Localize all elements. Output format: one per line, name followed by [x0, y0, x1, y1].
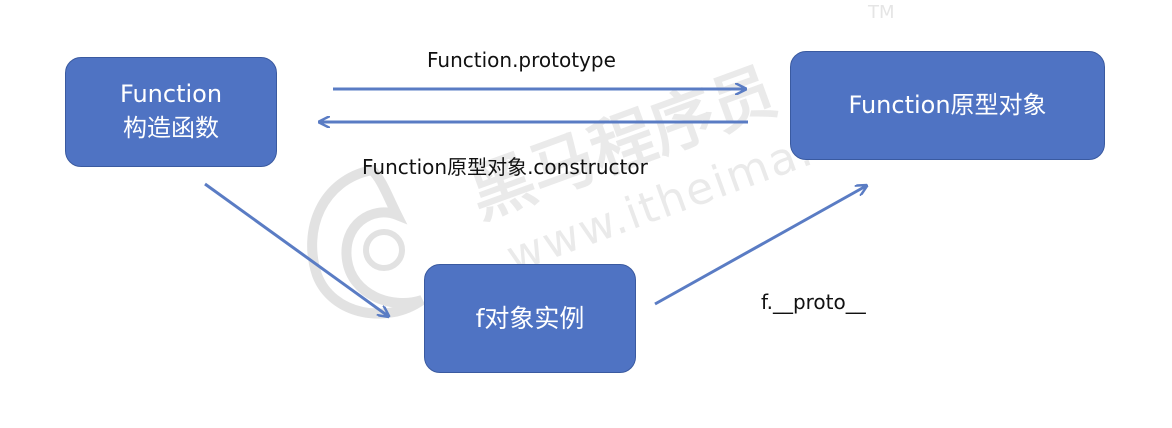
arrow-proto	[654, 186, 866, 306]
edge-label-proto: f.__proto__	[761, 290, 866, 314]
node-constructor-line2: 构造函数	[123, 114, 219, 142]
edge-label-prototype: Function.prototype	[427, 48, 616, 72]
node-function-constructor: Function 构造函数	[65, 57, 277, 167]
edge-label-constructor: Function原型对象.constructor	[362, 155, 648, 179]
node-f-instance: f对象实例	[424, 264, 636, 373]
node-instance-label: f对象实例	[475, 304, 585, 333]
arrow-instantiate	[204, 182, 388, 316]
node-constructor-line1: Function	[119, 80, 223, 109]
node-prototype-label: Function原型对象	[848, 90, 1047, 119]
node-function-prototype-object: Function原型对象	[790, 51, 1105, 160]
